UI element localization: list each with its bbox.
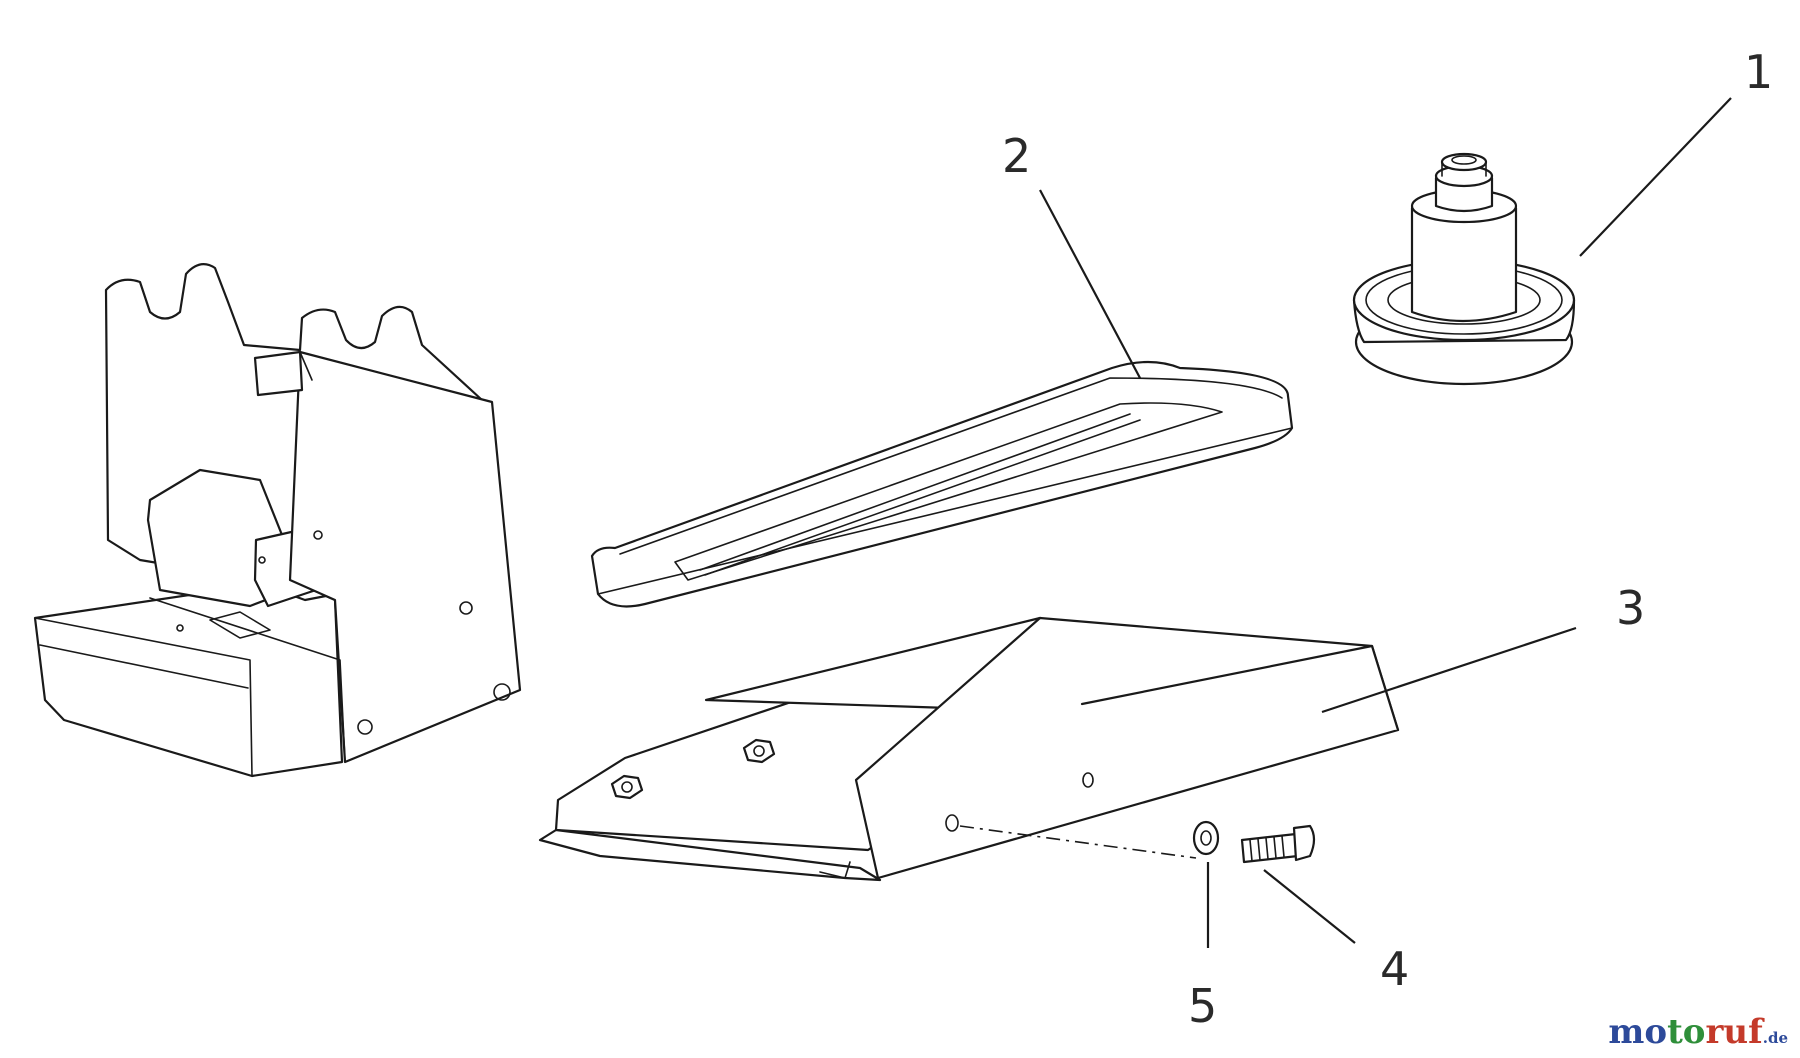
callout-2: 2 xyxy=(1002,129,1031,183)
leader-line-2 xyxy=(1039,189,1141,379)
leader-line-4 xyxy=(1263,869,1356,944)
mounting-bracket xyxy=(33,263,522,778)
callout-1: 1 xyxy=(1744,45,1773,99)
assembly-centerline xyxy=(959,825,1197,859)
hex-bolt xyxy=(1240,824,1316,864)
leader-line-1 xyxy=(1579,97,1732,257)
spindle-pulley xyxy=(1352,152,1576,386)
leader-line-3 xyxy=(1321,626,1577,714)
callout-3: 3 xyxy=(1616,581,1645,635)
callout-4: 4 xyxy=(1380,942,1409,996)
callout-5: 5 xyxy=(1188,979,1217,1033)
drive-belt xyxy=(590,360,1294,608)
belt-shield xyxy=(538,616,1400,882)
flat-washer xyxy=(1192,820,1220,856)
motoruf-watermark: motoruf.de xyxy=(1608,1012,1788,1052)
